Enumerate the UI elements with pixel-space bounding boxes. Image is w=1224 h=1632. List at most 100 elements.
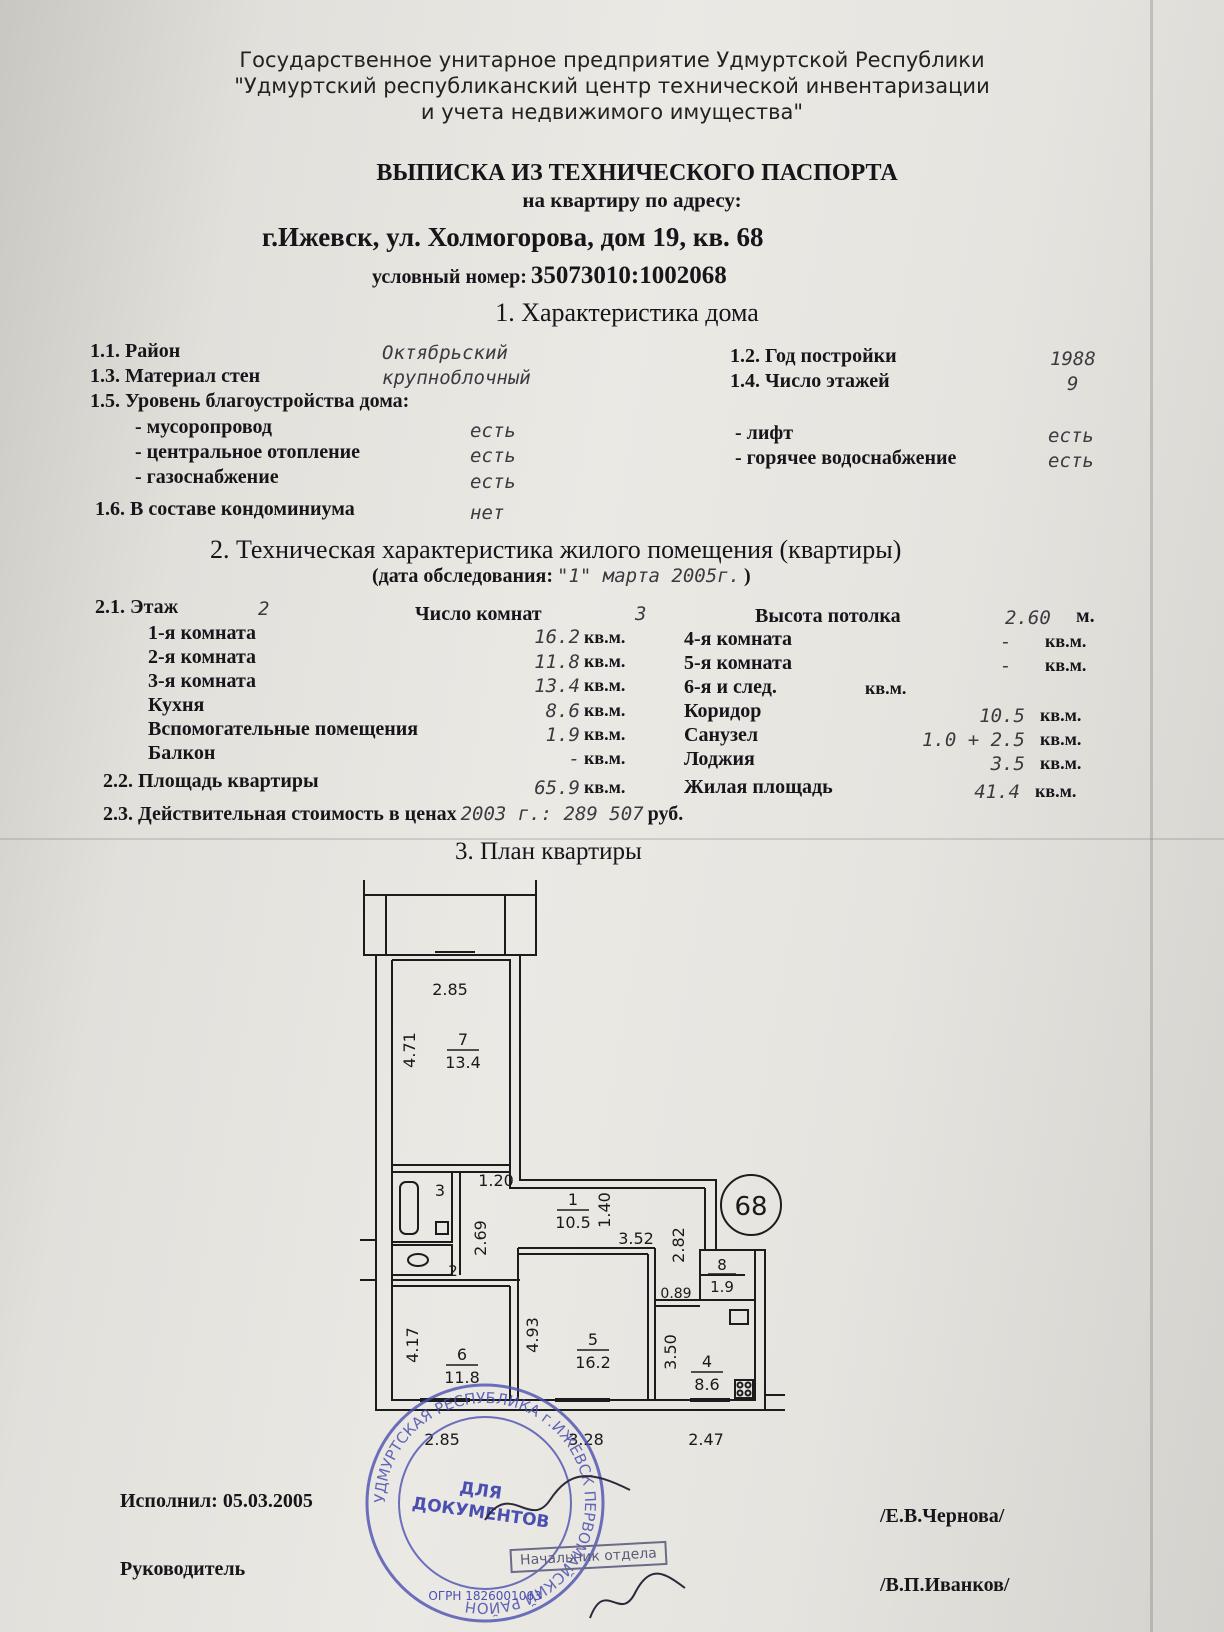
svg-text:13.4: 13.4 bbox=[445, 1053, 481, 1072]
elevator-label: - лифт bbox=[735, 422, 794, 444]
hot-water-label: - горячее водоснабжение bbox=[735, 447, 957, 469]
room3-value: 13.4 bbox=[534, 675, 580, 697]
toilet-icon bbox=[407, 1253, 429, 1267]
room4-unit: кв.м. bbox=[1045, 631, 1087, 651]
room5-unit: кв.м. bbox=[1045, 655, 1087, 675]
room3-unit: кв.м. bbox=[584, 675, 626, 695]
room6-label: 6-я и след. bbox=[684, 676, 777, 698]
svg-text:8.6: 8.6 bbox=[694, 1375, 719, 1394]
room-5-label: 5 16.2 bbox=[575, 1330, 611, 1372]
kitchen-label: Кухня bbox=[148, 694, 205, 716]
cost-value: 2003 г.: 289 507 bbox=[460, 803, 644, 825]
room-2-label: 2 bbox=[448, 1262, 458, 1280]
room2-value: 11.8 bbox=[534, 651, 580, 673]
room2-label: 2-я комната bbox=[148, 646, 257, 668]
cost-label: 2.3. Действительная стоимость в ценах bbox=[103, 803, 457, 825]
dim-label: 4.93 bbox=[523, 1317, 542, 1353]
section3-heading: 3. План квартиры bbox=[455, 838, 642, 865]
conditional-number-value: 35073010:1002068 bbox=[530, 262, 727, 289]
room2-unit: кв.м. bbox=[584, 651, 626, 671]
dim-label: 0.89 bbox=[660, 1286, 691, 1302]
signature bbox=[484, 1475, 631, 1521]
survey-date-value: "1" марта 2005г. bbox=[557, 565, 741, 587]
svg-text:1.9: 1.9 bbox=[710, 1278, 734, 1296]
room4-value: - bbox=[1000, 631, 1012, 653]
room-1-label: 1 10.5 bbox=[555, 1190, 591, 1232]
corridor-value: 10.5 bbox=[979, 705, 1025, 727]
survey-date-label: (дата обследования: bbox=[372, 565, 553, 587]
balcony-label: Балкон bbox=[148, 742, 216, 764]
org-line-1: Государственное унитарное предприятие Уд… bbox=[239, 48, 985, 72]
survey-date-close: ) bbox=[744, 565, 751, 587]
heating-label: - центральное отопление bbox=[135, 441, 360, 463]
dim-label: 2.82 bbox=[669, 1227, 688, 1263]
conditional-number: условный номер: 35073010:1002068 bbox=[372, 262, 727, 290]
svg-text:4: 4 bbox=[702, 1352, 712, 1371]
loggia-outline bbox=[363, 894, 537, 956]
balcony-unit: кв.м. bbox=[584, 748, 626, 768]
room4-label: 4-я комната bbox=[684, 628, 793, 650]
floor-value: 2 bbox=[258, 598, 270, 620]
aux-unit: кв.м. bbox=[584, 724, 626, 744]
executor-name: /Е.В.Чернова/ bbox=[880, 1505, 1005, 1527]
dim-label: 1.40 bbox=[595, 1192, 614, 1228]
garbage-chute-label: - мусоропровод bbox=[135, 416, 273, 438]
material-value: крупноблочный bbox=[382, 367, 531, 389]
org-line-2: "Удмуртский республиканский центр технич… bbox=[234, 74, 990, 98]
room5-label: 5-я комната bbox=[684, 652, 793, 674]
bathroom-unit: кв.м. bbox=[1040, 729, 1082, 749]
survey-date: (дата обследования: "1" марта 2005г. ) bbox=[372, 565, 751, 588]
stamp-bottom-text: ОГРН 1826001063 bbox=[428, 1589, 541, 1603]
year-label: 1.2. Год постройки bbox=[730, 345, 897, 367]
room6-unit: кв.м. bbox=[865, 678, 907, 698]
dim-label: 2.47 bbox=[688, 1430, 724, 1449]
conditional-number-label: условный номер: bbox=[372, 266, 527, 288]
ceiling-label: Высота потолка bbox=[755, 605, 901, 627]
bathtub-icon bbox=[399, 1181, 419, 1235]
bathroom-value: 1.0 + 2.5 bbox=[922, 729, 1025, 751]
paper-fold bbox=[1150, 0, 1153, 1632]
svg-text:16.2: 16.2 bbox=[575, 1353, 611, 1372]
floor-label: 2.1. Этаж bbox=[95, 596, 179, 618]
svg-text:8: 8 bbox=[717, 1256, 727, 1274]
cost-unit: руб. bbox=[647, 803, 684, 825]
outer-wall bbox=[375, 955, 766, 1411]
bathroom-label: Санузел bbox=[684, 724, 759, 746]
condo-label: 1.6. В составе кондоминиума bbox=[95, 498, 355, 520]
svg-text:7: 7 bbox=[458, 1030, 468, 1049]
ceiling-unit: м. bbox=[1076, 605, 1095, 627]
room5-value: - bbox=[1000, 655, 1012, 677]
corridor-label: Коридор bbox=[684, 700, 762, 722]
stove-icon bbox=[734, 1379, 754, 1399]
dim-label: 3.50 bbox=[661, 1334, 680, 1370]
document-title: ВЫПИСКА ИЗ ТЕХНИЧЕСКОГО ПАСПОРТА bbox=[376, 160, 898, 186]
official-stamp: УДМУРТСКАЯ РЕСПУБЛИКА г.ИЖЕВСК ПЕРВОМАЙС… bbox=[365, 1383, 605, 1623]
apartment-area-unit: кв.м. bbox=[584, 777, 626, 797]
elevator-value: есть bbox=[1048, 425, 1094, 447]
kitchen-unit: кв.м. bbox=[584, 700, 626, 720]
gas-label: - газоснабжение bbox=[135, 466, 279, 488]
kitchen-value: 8.6 bbox=[545, 700, 580, 722]
svg-text:5: 5 bbox=[588, 1330, 598, 1349]
living-area-unit: кв.м. bbox=[1035, 781, 1077, 801]
dim-label: 3.52 bbox=[618, 1229, 654, 1248]
apartment-area-label: 2.2. Площадь квартиры bbox=[103, 770, 319, 792]
ceiling-value: 2.60 bbox=[1005, 607, 1051, 629]
aux-value: 1.9 bbox=[545, 724, 580, 746]
dim-label: 4.17 bbox=[403, 1327, 422, 1363]
room-6-label: 6 11.8 bbox=[444, 1345, 480, 1387]
room1-unit: кв.м. bbox=[584, 627, 626, 647]
section1-heading: 1. Характеристика дома bbox=[495, 298, 759, 327]
living-area-label: Жилая площадь bbox=[684, 776, 833, 798]
dim-label: 2.69 bbox=[471, 1220, 490, 1256]
head-label: Руководитель bbox=[120, 1558, 246, 1580]
address: г.Ижевск, ул. Холмогорова, дом 19, кв. 6… bbox=[262, 222, 764, 252]
rooms-value: 3 bbox=[635, 603, 647, 625]
room1-label: 1-я комната bbox=[148, 622, 257, 644]
rooms-label: Число комнат bbox=[415, 603, 542, 625]
room1-value: 16.2 bbox=[534, 626, 580, 648]
svg-text:11.8: 11.8 bbox=[444, 1368, 480, 1387]
room-7-label: 7 13.4 bbox=[445, 1030, 481, 1072]
condo-value: нет bbox=[470, 502, 505, 524]
